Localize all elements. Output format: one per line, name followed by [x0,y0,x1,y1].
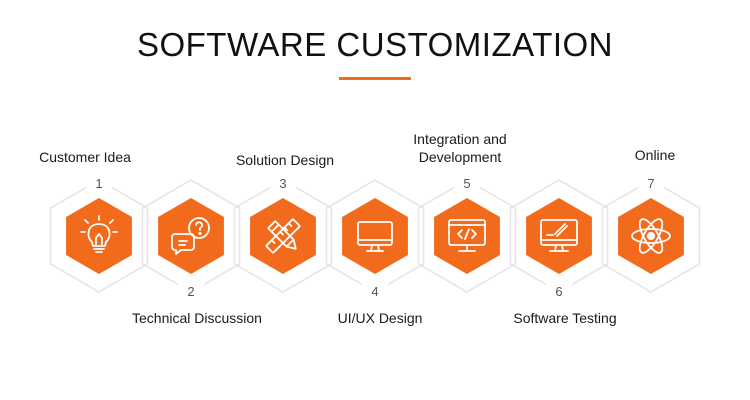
pencil-ruler-icon [265,218,301,254]
step-5-outline [417,175,517,293]
lightbulb-icon [80,215,118,253]
step-1-number: 1 [95,176,103,191]
step-4-outline [325,179,425,301]
step-6-number: 6 [555,284,563,299]
step-3-outline [233,175,333,293]
step-3-number: 3 [279,176,287,191]
step-2-label: Technical Discussion [132,310,262,326]
monitor-icon [357,221,393,252]
step-4-label: UI/UX Design [337,310,423,326]
step-2-number: 2 [187,284,195,299]
step-1-outline [49,175,149,293]
step-1-label: Customer Idea [39,149,131,165]
step-4-hexagon [342,198,408,274]
page-title: SOFTWARE CUSTOMIZATION [136,26,614,63]
chat-question-icon [171,217,210,255]
code-monitor-icon [448,219,486,252]
step-6-hexagon [526,198,592,274]
step-7-number: 7 [647,176,655,191]
step-6-outline [509,179,609,301]
step-2-outline [141,179,241,301]
atom-icon [631,218,671,254]
step-7-label: Online [634,147,676,163]
step-6-label: Software Testing [513,310,617,326]
step-3-label: Solution Design [235,152,335,168]
step-4-number: 4 [371,284,379,299]
step-5-number: 5 [463,176,471,191]
step-3-hexagon [250,198,316,274]
step-1-hexagon [66,198,132,274]
step-7-outline [601,175,701,293]
step-2-hexagon [158,198,224,274]
monitor-pen-icon [540,219,578,252]
title-underline [339,77,411,80]
